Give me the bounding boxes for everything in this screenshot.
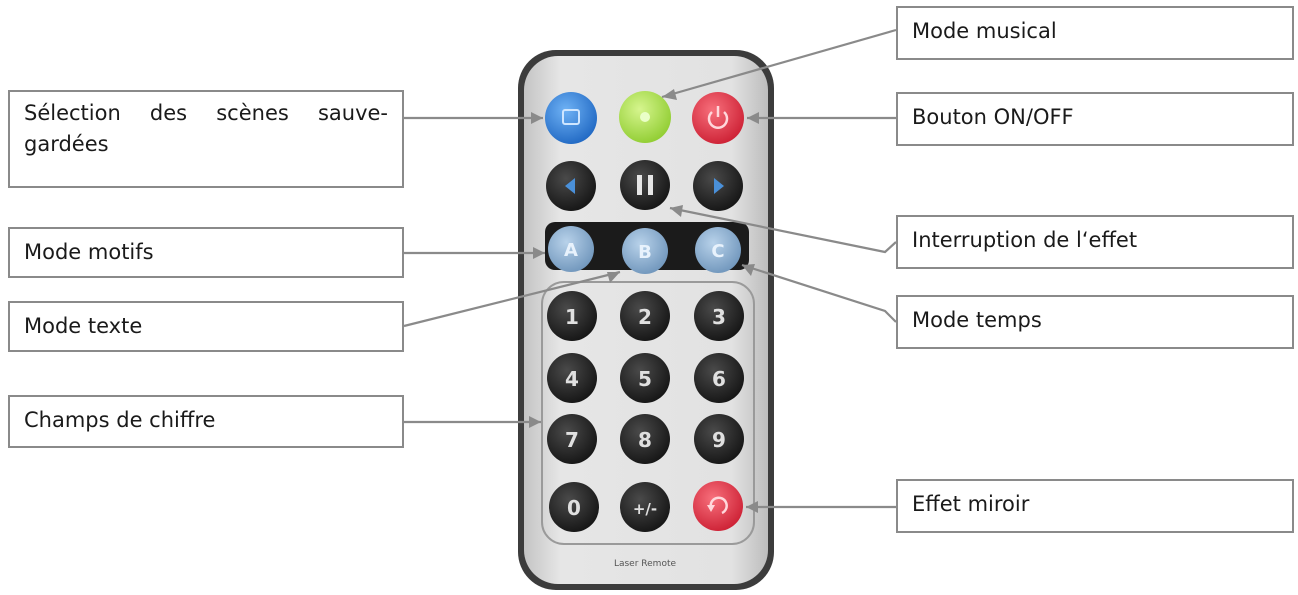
label-music-mode-text: Mode musical — [912, 19, 1057, 43]
previous-button[interactable] — [546, 161, 596, 211]
connector-interruption — [669, 206, 897, 254]
key-plus-minus-label: +/- — [633, 500, 657, 518]
pause-icon — [637, 175, 642, 195]
previous-icon — [565, 178, 575, 194]
key-4[interactable]: 4 — [547, 353, 597, 403]
label-digit-field: Champs de chiffre — [8, 395, 404, 448]
next-icon — [714, 178, 724, 194]
key-6-label: 6 — [712, 367, 726, 391]
key-9-label: 9 — [712, 428, 726, 452]
label-time-mode: Mode temps — [896, 295, 1294, 349]
connector-arrowheads — [529, 89, 759, 513]
key-8-label: 8 — [638, 428, 652, 452]
key-4-label: 4 — [565, 367, 579, 391]
label-time-mode-text: Mode temps — [912, 308, 1042, 332]
label-pause-effect-text: Interruption de l‘effet — [912, 228, 1138, 252]
key-5-label: 5 — [638, 367, 652, 391]
label-text-mode: Mode texte — [8, 301, 404, 352]
key-3[interactable]: 3 — [694, 291, 744, 341]
key-b[interactable]: B — [622, 228, 668, 274]
key-7-label: 7 — [565, 428, 579, 452]
label-text-mode-text: Mode texte — [24, 314, 143, 338]
key-7[interactable]: 7 — [547, 414, 597, 464]
power-icon — [707, 111, 729, 129]
connector-musical — [661, 28, 897, 99]
label-music-mode: Mode musical — [896, 6, 1294, 60]
connector-temps — [741, 263, 897, 323]
label-scene-selection: Sélection des scènes sauve-gardées — [8, 90, 404, 188]
mirror-button[interactable] — [693, 481, 743, 531]
key-5[interactable]: 5 — [620, 353, 670, 403]
label-scene-selection-text: Sélection des scènes sauve-gardées — [24, 101, 388, 156]
key-6[interactable]: 6 — [694, 353, 744, 403]
label-mirror-effect: Effet miroir — [896, 479, 1294, 533]
label-power-text: Bouton ON/OFF — [912, 105, 1074, 129]
number-pad-frame — [541, 281, 755, 545]
key-9[interactable]: 9 — [694, 414, 744, 464]
key-a-label: A — [564, 240, 578, 261]
key-2-label: 2 — [638, 305, 652, 329]
brand-text: Laser Remote — [614, 559, 677, 569]
label-power: Bouton ON/OFF — [896, 92, 1294, 146]
label-pause-effect: Interruption de l‘effet — [896, 215, 1294, 269]
key-0[interactable]: 0 — [549, 482, 599, 532]
label-mirror-effect-text: Effet miroir — [912, 492, 1030, 516]
connector-lines — [403, 28, 897, 509]
key-3-label: 3 — [712, 305, 726, 329]
key-8[interactable]: 8 — [620, 414, 670, 464]
key-c[interactable]: C — [695, 227, 741, 273]
key-0-label: 0 — [567, 496, 581, 520]
key-c-label: C — [711, 241, 724, 262]
label-pattern-mode-text: Mode motifs — [24, 240, 154, 264]
label-digit-field-text: Champs de chiffre — [24, 408, 216, 432]
pause-button[interactable] — [620, 160, 670, 210]
key-b-label: B — [638, 242, 652, 263]
key-a[interactable]: A — [548, 226, 594, 272]
power-button[interactable] — [692, 92, 744, 144]
key-2[interactable]: 2 — [620, 291, 670, 341]
key-1[interactable]: 1 — [547, 291, 597, 341]
mirror-icon — [709, 496, 728, 515]
key-1-label: 1 — [565, 305, 579, 329]
next-button[interactable] — [693, 161, 743, 211]
scene-select-button[interactable] — [545, 92, 597, 144]
key-plus-minus[interactable]: +/- — [620, 482, 670, 532]
music-mode-button[interactable] — [619, 91, 671, 143]
label-pattern-mode: Mode motifs — [8, 227, 404, 278]
connector-texte — [403, 270, 621, 328]
